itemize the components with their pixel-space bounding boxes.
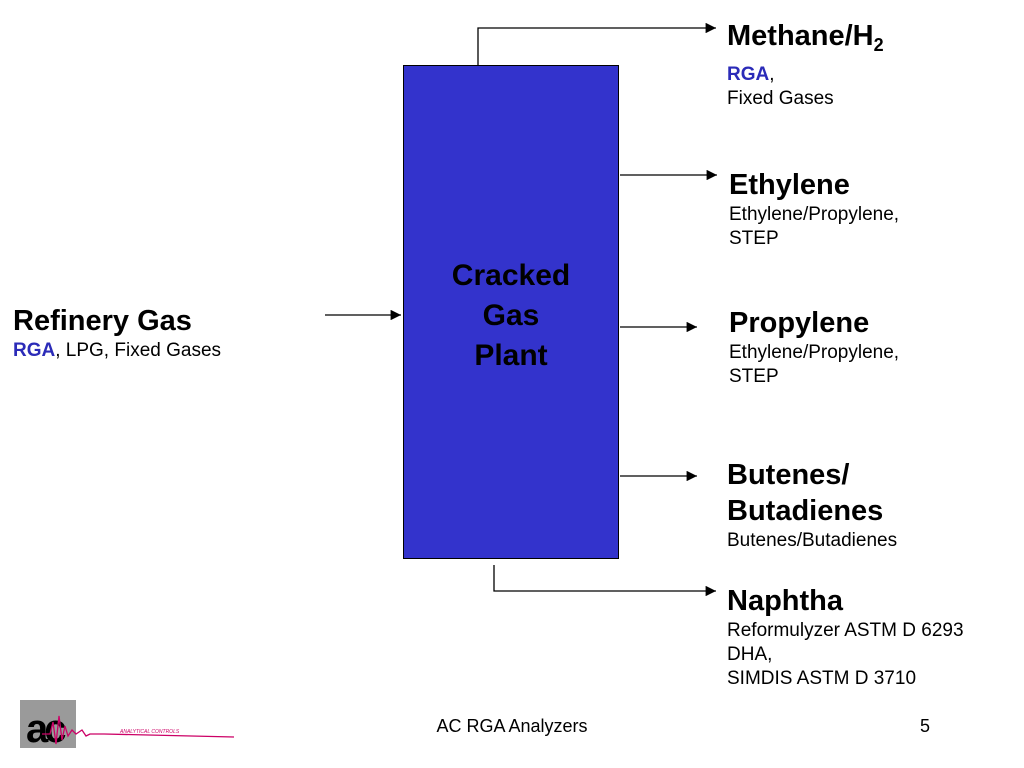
input-refinery-gas: Refinery Gas RGA, LPG, Fixed Gases: [13, 303, 221, 363]
methane-title-subscript: 2: [873, 35, 884, 55]
plant-label-line-3: Plant: [474, 339, 548, 372]
butenes-title-1: Butenes/: [727, 459, 850, 491]
footer-title: AC RGA Analyzers: [436, 716, 588, 736]
methane-line-1: Fixed Gases: [727, 88, 834, 109]
input-title: Refinery Gas: [13, 305, 192, 337]
methane-rga: RGA: [727, 64, 770, 85]
plant-label-line-1: Cracked: [451, 259, 571, 292]
company-logo: ac ANALYTICAL CONTROLS: [20, 700, 235, 748]
input-rga: RGA: [13, 340, 56, 361]
input-analyzers-rest: , LPG, Fixed Gases: [55, 340, 222, 361]
butenes-line-1: Butenes/Butadienes: [727, 530, 898, 551]
output-butenes: Butenes/ Butadienes Butenes/Butadienes: [727, 457, 897, 553]
ethylene-title: Ethylene: [729, 169, 850, 201]
plant-label: Cracked Gas Plant: [404, 256, 618, 376]
output-methane: Methane/H2 RGA, Fixed Gases: [727, 18, 884, 111]
cracked-gas-plant-box: Cracked Gas Plant: [403, 65, 619, 559]
methane-title-main: Methane/H: [727, 20, 874, 52]
methane-rga-line: RGA,: [727, 63, 884, 87]
output-propylene: Propylene Ethylene/Propylene, STEP: [729, 305, 899, 389]
methane-rga-suffix: ,: [769, 64, 775, 85]
naphtha-line-3: SIMDIS ASTM D 3710: [727, 668, 917, 689]
naphtha-arrow: [493, 565, 716, 597]
ethylene-line-1: Ethylene/Propylene,: [729, 204, 900, 225]
logo-gray-block: [20, 700, 76, 748]
output-naphtha: Naphtha Reformulyzer ASTM D 6293 DHA, SI…: [727, 583, 964, 691]
propylene-line-2: STEP: [729, 366, 779, 387]
butenes-title-2: Butadienes: [727, 495, 884, 527]
propylene-line-1: Ethylene/Propylene,: [729, 342, 900, 363]
naphtha-line-2: DHA,: [727, 644, 773, 665]
input-analyzers: RGA, LPG, Fixed Gases: [13, 339, 221, 363]
naphtha-line-1: Reformulyzer ASTM D 6293: [727, 620, 964, 641]
logo-waveform: [42, 715, 235, 745]
methane-title: Methane/H2: [727, 18, 884, 63]
naphtha-title: Naphtha: [727, 585, 843, 617]
ethylene-line-2: STEP: [729, 228, 779, 249]
plant-label-line-2: Gas: [482, 299, 540, 332]
output-ethylene: Ethylene Ethylene/Propylene, STEP: [729, 167, 899, 251]
propylene-title: Propylene: [729, 307, 870, 339]
page-number: 5: [920, 716, 931, 736]
logo-tagline: ANALYTICAL CONTROLS: [119, 729, 180, 735]
methane-arrow: [477, 22, 716, 65]
